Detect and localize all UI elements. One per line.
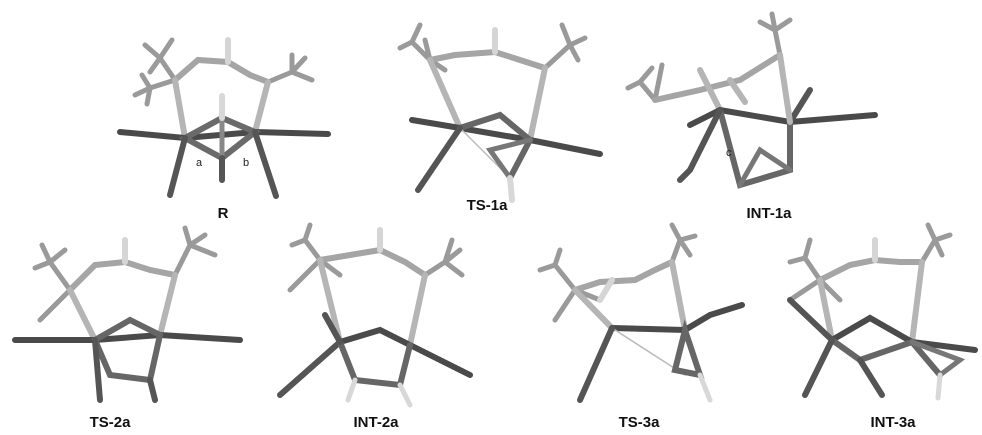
atom-label-c: c (726, 147, 732, 159)
structure-int-3a (787, 222, 978, 401)
atom-label-a: a (196, 157, 203, 169)
structure-label-int-2a: INT-2a (353, 414, 399, 431)
atom-label-b: b (243, 157, 249, 169)
structure-label-ts-1a: TS-1a (467, 197, 509, 214)
structure-int-1a: c (625, 11, 878, 189)
structure-label-ts-3a: TS-3a (619, 414, 661, 431)
structure-label-r: R (218, 205, 229, 222)
structure-label-int-1a: INT-1a (746, 205, 792, 222)
structure-int-2a (277, 222, 473, 408)
structure-ts-1a (397, 22, 603, 203)
structure-label-int-3a: INT-3a (870, 414, 916, 431)
structure-ts-2a (12, 225, 243, 403)
structure-ts-3a (537, 222, 745, 403)
structure-r: a b (117, 37, 331, 199)
structure-label-ts-2a: TS-2a (90, 414, 132, 431)
